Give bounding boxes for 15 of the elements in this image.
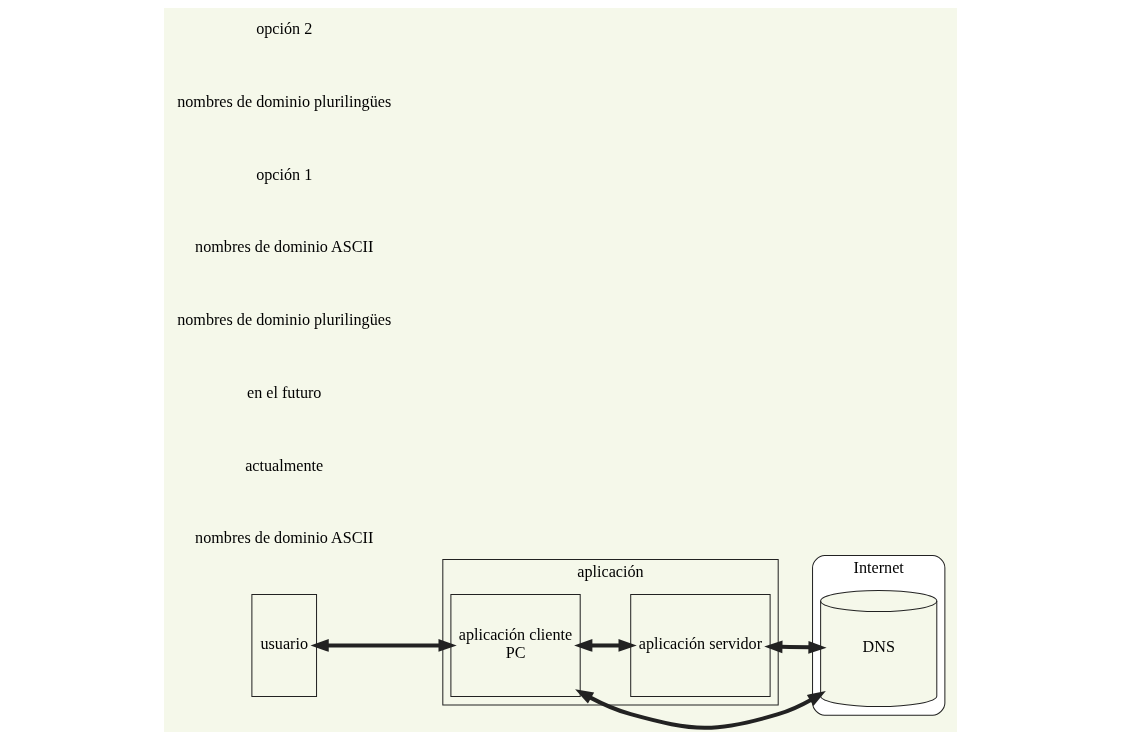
node-box: aplicación servidor: [630, 593, 771, 697]
label: nombres de dominio plurilingües: [177, 92, 392, 110]
label: nombres de dominio ASCII: [195, 238, 374, 256]
arrow: [575, 689, 826, 730]
label: en el futuro: [246, 383, 322, 401]
label: actualmente: [245, 456, 324, 474]
label: opción 1: [256, 165, 313, 183]
label: opción 2: [256, 20, 313, 38]
arrow: [764, 640, 827, 654]
node-box: aplicación cliente PC: [450, 593, 581, 697]
arrow: [310, 639, 457, 652]
label: nombres de dominio ASCII: [195, 529, 374, 547]
arrow: [574, 639, 637, 652]
label: nombres de dominio plurilingües: [177, 311, 392, 329]
node-box: usuario: [251, 593, 318, 697]
